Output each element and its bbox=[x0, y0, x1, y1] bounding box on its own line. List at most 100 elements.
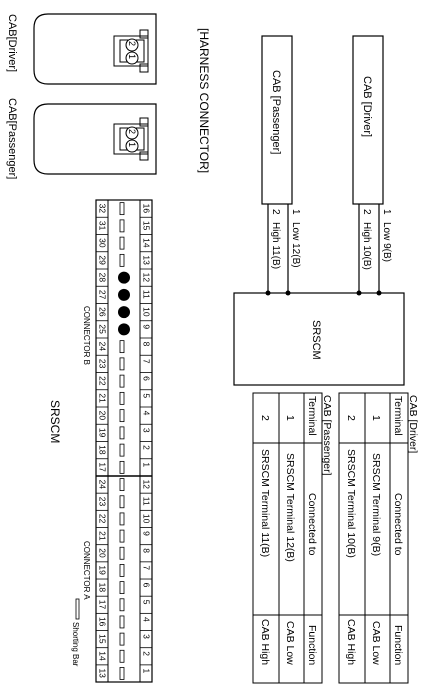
connector-b-pin-5: 5 bbox=[142, 393, 152, 398]
connector-a-label: CONNECTOR A bbox=[82, 541, 91, 600]
connector-b-pin-17: 17 bbox=[98, 462, 108, 472]
connector-b-pin-13: 13 bbox=[142, 255, 152, 265]
connector-b-pin-30: 30 bbox=[98, 238, 108, 248]
connector-b-pin-7: 7 bbox=[142, 359, 152, 364]
connector-a-pin-19: 19 bbox=[98, 565, 108, 575]
connector-a-cavity bbox=[119, 667, 125, 680]
connector-b-cavity bbox=[119, 391, 125, 405]
srscm-connector-title: SRSCM bbox=[48, 400, 62, 443]
connector-a-cavity bbox=[119, 495, 125, 509]
passenger-table-header-terminal: Terminal bbox=[306, 396, 318, 436]
passenger-wire-2-junction bbox=[265, 290, 271, 296]
driver-pin-2-label: 2 bbox=[127, 41, 137, 46]
connector-a-pin-24: 24 bbox=[98, 480, 108, 490]
connector-a-pin-3: 3 bbox=[142, 634, 152, 639]
connector-b-pin-20: 20 bbox=[98, 411, 108, 421]
driver-wire-1-junction bbox=[376, 290, 382, 296]
connector-b-pin-18: 18 bbox=[98, 445, 108, 455]
connector-a-pin-6: 6 bbox=[142, 583, 152, 588]
connector-a-pin-2: 2 bbox=[142, 651, 152, 656]
connector-b-cavity bbox=[119, 426, 125, 440]
driver-table-row2-terminal: 2 bbox=[345, 415, 357, 421]
connector-a-pin-13: 13 bbox=[98, 668, 108, 678]
connector-b-cavity bbox=[119, 236, 125, 250]
connector-b-pin-1: 1 bbox=[142, 462, 152, 467]
driver-wire-2-junction bbox=[356, 290, 362, 296]
connector-a-cavity bbox=[119, 581, 125, 595]
passenger-connector-label: CAB[Passenger] bbox=[6, 98, 18, 179]
connector-b-cavity bbox=[119, 202, 125, 216]
connector-b-cavity bbox=[119, 443, 125, 457]
connector-b-pin-3: 3 bbox=[142, 428, 152, 433]
connector-a-pin-16: 16 bbox=[98, 617, 108, 627]
connector-b-pin-12: 12 bbox=[142, 273, 152, 283]
srscm-box-label: SRSCM bbox=[310, 320, 322, 360]
connector-a-pin-17: 17 bbox=[98, 600, 108, 610]
connector-a-pin-20: 20 bbox=[98, 548, 108, 558]
connector-b-pin-26: 26 bbox=[98, 307, 108, 317]
driver-connector-label: CAB[Driver] bbox=[6, 14, 18, 72]
passenger-table: CAB [Passenger] Terminal Connected to Fu… bbox=[252, 392, 333, 684]
connector-a-cavity bbox=[119, 512, 125, 526]
connector-b-cavity bbox=[119, 460, 125, 474]
passenger-table-row2-function: CAB High bbox=[259, 619, 271, 665]
connector-b-pin-10: 10 bbox=[142, 307, 152, 317]
srscm-box bbox=[233, 292, 405, 386]
srscm-connector-section: SRSCM 1615141312111098765432132313029282… bbox=[48, 199, 153, 683]
driver-table-title: CAB [Driver] bbox=[407, 395, 419, 453]
driver-pin-1-label: 1 bbox=[127, 54, 137, 59]
passenger-wire-1-terminal: 1 bbox=[290, 209, 301, 215]
connector-a-cavity bbox=[119, 564, 125, 577]
connector-b-pin-21: 21 bbox=[98, 393, 108, 403]
passenger-table-header-function: Function bbox=[306, 625, 318, 665]
connector-b-pin-6: 6 bbox=[142, 376, 152, 381]
passenger-table-row1-function: CAB Low bbox=[284, 621, 296, 665]
shorting-bar-legend-icon bbox=[75, 598, 80, 620]
passenger-connector-drawing bbox=[33, 103, 157, 175]
driver-table-row2-connected: SRSCM Terminal 10(B) bbox=[345, 449, 357, 558]
connector-a-cavity bbox=[119, 615, 125, 629]
connector-b-label: CONNECTOR B bbox=[82, 306, 91, 365]
connector-a-cavity bbox=[119, 632, 125, 646]
driver-table: CAB [Driver] Terminal Connected to Funct… bbox=[338, 392, 419, 684]
connector-b-pin-15: 15 bbox=[142, 221, 152, 231]
passenger-pin-1-label: 1 bbox=[127, 142, 137, 147]
passenger-wire-2-text: High 11(B) bbox=[270, 222, 281, 269]
connector-a-pin-7: 7 bbox=[142, 565, 152, 570]
connector-b-cavity bbox=[119, 253, 125, 267]
driver-table-row2-function: CAB High bbox=[345, 619, 357, 665]
passenger-table-header-connected: Connected to bbox=[306, 493, 318, 556]
connector-a-pin-8: 8 bbox=[142, 548, 152, 553]
connector-a-pin-21: 21 bbox=[98, 531, 108, 541]
connector-b-pin-22: 22 bbox=[98, 376, 108, 386]
connector-b-pin-19: 19 bbox=[98, 428, 108, 438]
connector-b-pin-9: 9 bbox=[142, 324, 152, 329]
connector-b-pin-23: 23 bbox=[98, 359, 108, 369]
driver-wire-2-text: High 10(B) bbox=[361, 222, 372, 270]
connector-b-pin-25: 25 bbox=[98, 324, 108, 334]
harness-section: [HARNESS CONNECTOR] 2 1 CAB[Driver] 2 1 … bbox=[6, 13, 211, 179]
driver-table-row1-function: CAB Low bbox=[370, 621, 382, 665]
connector-a-cavity bbox=[119, 478, 125, 491]
driver-table-header-connected: Connected to bbox=[392, 493, 404, 556]
connector-a-pin-9: 9 bbox=[142, 531, 152, 536]
connector-b-pin-29: 29 bbox=[98, 255, 108, 265]
connector-a-pin-14: 14 bbox=[98, 651, 108, 661]
connector-a-cavity bbox=[119, 598, 125, 612]
driver-table-row1-connected: SRSCM Terminal 9(B) bbox=[370, 453, 382, 556]
passenger-table-row2-connected: SRSCM Terminal 11(B) bbox=[259, 449, 271, 557]
driver-wire-2-terminal: 2 bbox=[361, 209, 372, 215]
connector-b-cavity bbox=[119, 219, 125, 233]
driver-wire-1-text: Low 9(B) bbox=[381, 222, 392, 262]
connector-a-pin-15: 15 bbox=[98, 634, 108, 644]
connector-a-pin-12: 12 bbox=[142, 480, 152, 490]
cab-driver-box bbox=[352, 35, 384, 205]
connector-a-pin-22: 22 bbox=[98, 514, 108, 524]
passenger-table-row1-terminal: 1 bbox=[284, 415, 296, 421]
driver-table-header-terminal: Terminal bbox=[392, 396, 404, 436]
passenger-wire-1-text: Low 12(B) bbox=[290, 222, 301, 268]
shorting-bar-label: Shorting Bar bbox=[71, 622, 80, 667]
connector-b-pin-11: 11 bbox=[142, 290, 152, 299]
connector-b-pin-24: 24 bbox=[98, 342, 108, 352]
pin-grid: 1615141312111098765432132313029282726252… bbox=[96, 202, 152, 680]
